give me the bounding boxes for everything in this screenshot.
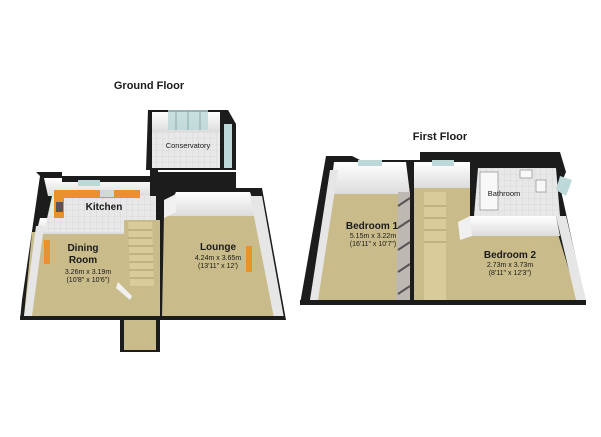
bathroom-label: Bathroom (488, 189, 521, 198)
bedroom2-imperial: (8'11" x 12'3") (489, 270, 532, 277)
bedroom1-back-wall (330, 162, 410, 194)
lounge-imperial: (13'11" x 12') (198, 263, 238, 270)
bedroom2-door (458, 216, 472, 240)
bedroom1-imperial: (16'11" x 10'7") (350, 241, 396, 248)
bedroom2-right-wall (556, 216, 586, 300)
dining-label-line1: Dining (67, 243, 98, 254)
wardrobes (396, 192, 411, 300)
bedroom2-metric: 2.73m x 3.73m (487, 262, 533, 269)
dining-imperial: (10'8" x 10'6") (66, 277, 109, 284)
conservatory-floor (152, 130, 220, 168)
bedroom1-left-wall (310, 170, 338, 300)
lounge-window (246, 246, 252, 272)
kitchen-window (78, 180, 100, 186)
ground-floor-title: Ground Floor (114, 80, 185, 92)
lounge-right-wall (250, 196, 284, 318)
first-front-wall (300, 300, 586, 305)
bedroom1-window (358, 160, 382, 166)
lounge-door (164, 194, 176, 218)
lounge-label: Lounge (200, 242, 237, 253)
wc (535, 179, 547, 193)
dining-window (44, 240, 50, 264)
first-floor-title: First Floor (413, 131, 468, 143)
front-porch (124, 316, 156, 350)
bedroom2-floor (470, 234, 578, 300)
landing-window (432, 160, 454, 166)
stair-treads (128, 229, 154, 279)
first-stair-treads (424, 205, 446, 243)
kitchen-sink (100, 190, 114, 197)
basin (519, 169, 533, 179)
ground-floor-plan (20, 110, 286, 352)
hall-door (116, 282, 132, 300)
conservatory-label: Conservatory (166, 141, 211, 150)
dining-label-line2: Room (69, 255, 97, 266)
landing-back-wall (414, 162, 470, 188)
kitchen-hob (56, 202, 63, 212)
dining-room-left-wall (24, 226, 44, 316)
bathroom-window (556, 176, 572, 196)
dining-metric: 3.26m x 3.19m (65, 269, 111, 276)
bedroom2-back-wall (470, 216, 560, 236)
lounge-metric: 4.24m x 3.65m (195, 255, 241, 262)
lounge-floor (162, 214, 280, 318)
ground-front-wall (20, 316, 284, 320)
kitchen-label: Kitchen (86, 202, 123, 213)
bath-tub (479, 171, 499, 211)
kitchen-counter (54, 190, 140, 218)
first-stairs (424, 192, 446, 300)
conservatory-side-glazing (224, 124, 232, 168)
bedroom2-label: Bedroom 2 (484, 250, 537, 261)
conservatory-window-frame (175, 110, 201, 130)
first-floor-plan (300, 152, 586, 305)
lounge-back-wall (164, 192, 258, 216)
bedroom1-floor (310, 192, 410, 300)
bedroom1-label: Bedroom 1 (346, 221, 399, 232)
bedroom1-metric: 5.15m x 3.22m (350, 233, 396, 240)
